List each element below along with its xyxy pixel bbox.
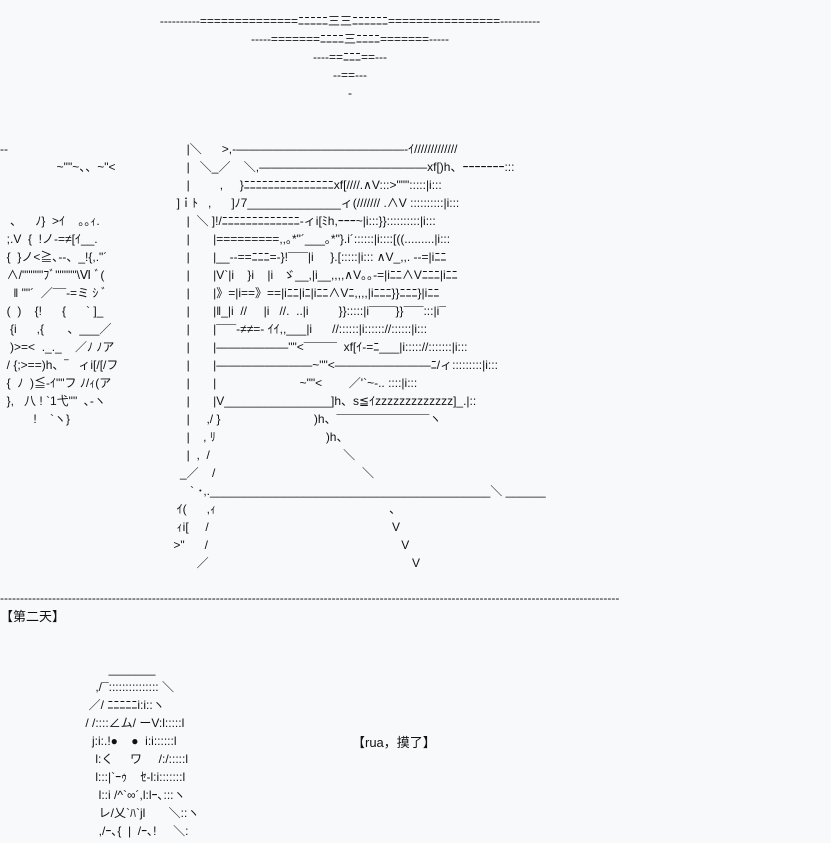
- ascii-art-left-figure: -‐ ~""~、、~"< 、 ﾉ} >ｲ ｡｡ｨ. ;.V { !ノ-=≠[ｲ_…: [0, 142, 119, 426]
- day-label: 【第二天】: [0, 609, 66, 624]
- ascii-art-character: _______ ,/¯::::::::::::::: ＼ ／/ ﾆﾆﾆﾆﾆi:i…: [85, 662, 200, 838]
- divider-line: ----------------------------------------…: [0, 591, 620, 605]
- ascii-art-room-scene: |＼ >,-――――――――――――――-ｲ///////////// | ＼_…: [173, 142, 546, 570]
- dialogue-caption: 【rua，摸了】: [352, 735, 436, 750]
- ascii-art-horizon: ----------==============ﾆﾆﾆﾆﾆ三三ﾆﾆﾆﾆﾆﾆ===…: [159, 14, 541, 100]
